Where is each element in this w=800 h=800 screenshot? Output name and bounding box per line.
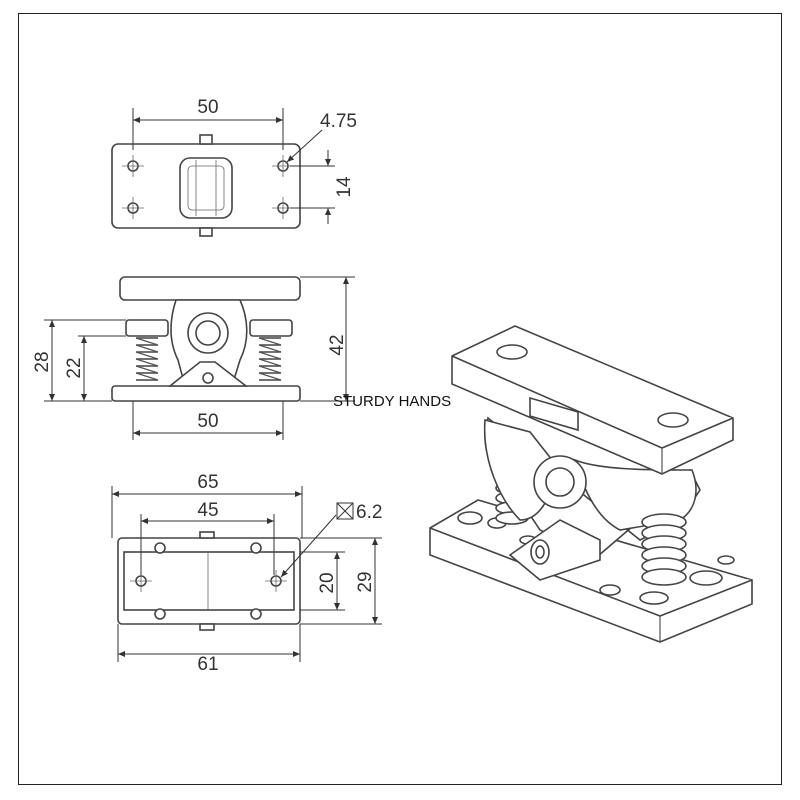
top-view: 50 4.75 14 bbox=[111, 97, 357, 237]
brand-label: STURDY HANDS bbox=[333, 393, 451, 410]
dim-side-height-total: 42 bbox=[327, 334, 348, 355]
dim-bottom-width-45: 45 bbox=[197, 500, 218, 521]
dim-side-width: 50 bbox=[197, 411, 218, 432]
dim-side-height-28: 28 bbox=[32, 351, 53, 372]
bottom-view: 65 45 6.2 20 29 61 bbox=[111, 472, 382, 675]
side-view: 42 28 22 50 bbox=[32, 276, 355, 440]
dim-bottom-width-65: 65 bbox=[197, 472, 218, 493]
left-spring bbox=[135, 337, 159, 381]
drawing-frame bbox=[18, 13, 782, 785]
dim-bottom-height-20: 20 bbox=[317, 572, 338, 593]
isometric-view bbox=[429, 325, 753, 643]
dim-bottom-width-61: 61 bbox=[197, 654, 218, 675]
right-spring bbox=[258, 337, 282, 381]
dim-top-width: 50 bbox=[197, 97, 218, 118]
dim-bottom-height-29: 29 bbox=[355, 571, 376, 592]
dim-top-spacing: 14 bbox=[334, 176, 355, 198]
dim-top-hole: 4.75 bbox=[320, 111, 357, 132]
dim-side-height-22: 22 bbox=[64, 357, 85, 378]
square-dimension-icon bbox=[336, 502, 354, 520]
dim-bottom-square: 6.2 bbox=[356, 502, 382, 523]
iso-right-spring bbox=[641, 513, 687, 586]
